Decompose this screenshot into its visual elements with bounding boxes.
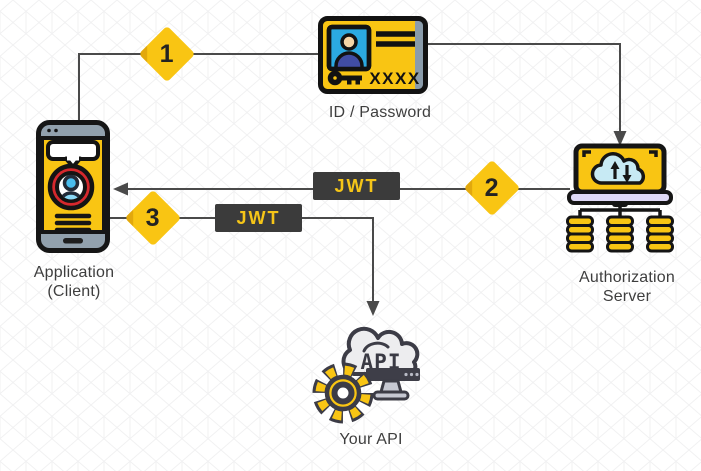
application-label: Application (Client) bbox=[4, 263, 144, 301]
id-card-label: ID / Password bbox=[328, 104, 432, 121]
application-label-line2: (Client) bbox=[47, 283, 101, 300]
application-phone-icon bbox=[36, 120, 110, 253]
auth-server-label-line1: Authorization bbox=[579, 269, 675, 286]
masked-password-text: XXXX bbox=[369, 69, 420, 88]
card-edge bbox=[415, 19, 424, 91]
key-icon bbox=[327, 70, 362, 86]
auth-server-label: Authorization Server bbox=[552, 268, 701, 306]
home-button bbox=[63, 238, 83, 244]
connector-credentials-to-server bbox=[426, 43, 621, 131]
gear-icon bbox=[312, 362, 374, 424]
jwt-token-label: JWT bbox=[236, 207, 281, 228]
user-avatar-icon bbox=[47, 163, 95, 211]
connector-step1 bbox=[78, 53, 318, 121]
jwt-token-box-top: JWT bbox=[313, 172, 400, 200]
arrowhead-into-api-icon bbox=[366, 301, 380, 316]
api-icon: API bbox=[312, 326, 420, 424]
database-links bbox=[578, 203, 662, 217]
your-api-label: Your API bbox=[339, 431, 403, 448]
jwt-token-label: JWT bbox=[334, 175, 379, 196]
sync-cloud-icon bbox=[590, 152, 645, 185]
connector-step3-jwt bbox=[110, 217, 374, 301]
application-label-line1: Application bbox=[33, 264, 115, 281]
arrowhead-into-application-icon bbox=[113, 182, 128, 196]
card-text-lines bbox=[376, 31, 415, 47]
auth-server-label-line2: Server bbox=[602, 288, 652, 305]
screen-corner-brackets bbox=[582, 150, 658, 157]
arrowhead-into-server-icon bbox=[613, 131, 627, 146]
photo-portrait bbox=[326, 24, 372, 72]
id-card-icon: XXXX bbox=[318, 16, 428, 94]
speech-bubble-icon bbox=[46, 140, 100, 169]
menu-lines-icon bbox=[54, 213, 92, 233]
auth-server-icon bbox=[566, 143, 674, 253]
monitor-icon bbox=[366, 368, 420, 401]
database-stack-icon bbox=[566, 215, 674, 253]
jwt-token-box-bottom: JWT bbox=[215, 204, 302, 232]
step-1-number: 1 bbox=[160, 39, 174, 68]
step-3-number: 3 bbox=[146, 203, 160, 232]
step-2-number: 2 bbox=[485, 173, 499, 202]
